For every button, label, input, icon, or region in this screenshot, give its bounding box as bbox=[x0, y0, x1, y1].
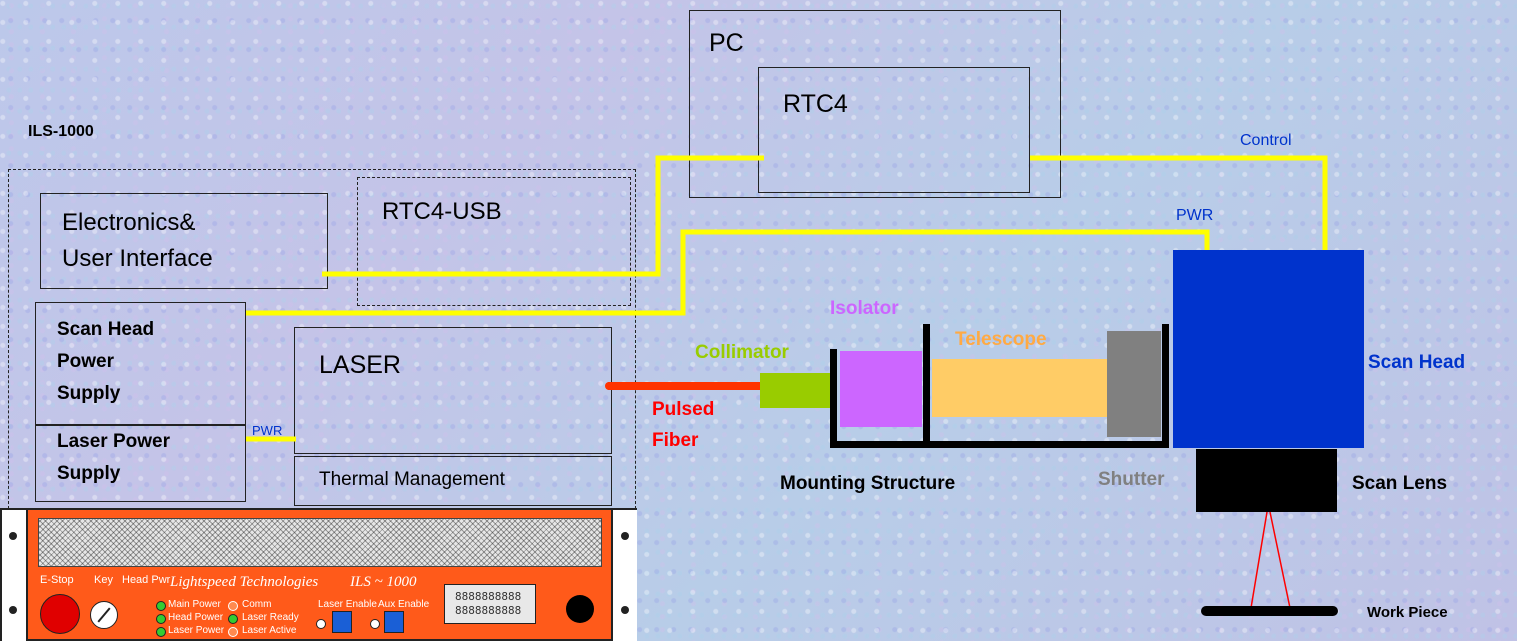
laser-enable-label: Laser Enable bbox=[318, 599, 377, 610]
aux-enable-label: Aux Enable bbox=[378, 599, 430, 610]
rtc4-box: RTC4 bbox=[758, 67, 1030, 193]
led-comm bbox=[228, 601, 238, 611]
led-laser-active-label: Laser Active bbox=[242, 625, 297, 636]
rack-hole-left-top bbox=[9, 532, 17, 540]
isolator bbox=[840, 351, 922, 427]
collimator-label: Collimator bbox=[695, 342, 789, 363]
electronics-label-1: Electronics& bbox=[62, 209, 196, 236]
key-slot-icon bbox=[97, 607, 111, 623]
beam-left bbox=[1250, 511, 1268, 609]
key-switch[interactable] bbox=[90, 601, 118, 629]
mounting-post-3 bbox=[1162, 324, 1169, 448]
mounting-rail bbox=[830, 441, 1169, 448]
laser-label: LASER bbox=[319, 351, 401, 379]
led-laser-ready bbox=[228, 614, 238, 624]
beam-right bbox=[1269, 511, 1291, 609]
scan-head bbox=[1173, 250, 1364, 448]
mounting-structure-label: Mounting Structure bbox=[780, 473, 956, 494]
isolator-label: Isolator bbox=[830, 298, 899, 319]
electronics-label-2: User Interface bbox=[62, 245, 213, 272]
rack-hole-right-top bbox=[621, 532, 629, 540]
laser-ps-label-1: Laser Power bbox=[57, 431, 170, 452]
aux-enable-led bbox=[370, 619, 380, 629]
aux-enable-button[interactable] bbox=[384, 611, 404, 633]
scan-lens-label: Scan Lens bbox=[1352, 473, 1448, 494]
led-comm-label: Comm bbox=[242, 599, 272, 610]
led-laser-power-label: Laser Power bbox=[168, 625, 225, 636]
electronics-box: Electronics& User Interface bbox=[40, 193, 328, 289]
laser-ps-label-2: Supply bbox=[57, 463, 121, 484]
mounting-post-1 bbox=[830, 349, 837, 448]
scan-head-power-cable bbox=[246, 229, 1210, 316]
control-cable bbox=[1030, 155, 1328, 254]
led-laser-ready-label: Laser Ready bbox=[242, 612, 299, 623]
led-head-power bbox=[156, 614, 166, 624]
pc-label: PC bbox=[709, 29, 744, 57]
brand-label: Lightspeed Technologies bbox=[170, 574, 319, 590]
control-label: Control bbox=[1240, 132, 1292, 149]
key-label: Key bbox=[94, 574, 113, 586]
scan-head-ps-label-3: Supply bbox=[57, 383, 121, 404]
collimator bbox=[760, 373, 830, 408]
scan-head-power-supply-box: Scan Head Power Supply bbox=[35, 302, 246, 426]
laser-enable-button[interactable] bbox=[332, 611, 352, 633]
led-laser-power bbox=[156, 627, 166, 637]
ils-title: ILS-1000 bbox=[28, 123, 94, 140]
rtc4-usb-label: RTC4-USB bbox=[382, 198, 502, 225]
scan-head-ps-label-1: Scan Head bbox=[57, 319, 155, 340]
thermal-management-box: Thermal Management bbox=[294, 456, 612, 506]
mounting-post-2 bbox=[923, 324, 930, 448]
head-pwr-label: Head Pwr bbox=[122, 574, 171, 586]
rtc4-label: RTC4 bbox=[783, 90, 848, 118]
telescope bbox=[932, 359, 1107, 417]
laser-power-supply-box: Laser Power Supply bbox=[35, 424, 246, 502]
scan-head-pwr-label: PWR bbox=[1176, 207, 1214, 224]
scan-head-ps-label-2: Power bbox=[57, 351, 115, 372]
pc-box: PC bbox=[689, 10, 1061, 198]
estop-label: E-Stop bbox=[40, 574, 74, 586]
led-head-power-label: Head Power bbox=[168, 612, 224, 623]
led-laser-active bbox=[228, 627, 238, 637]
scan-head-label: Scan Head bbox=[1368, 352, 1466, 373]
front-panel: E-Stop Key Head Pwr Lightspeed Technolog… bbox=[0, 508, 637, 641]
control-knob[interactable] bbox=[566, 595, 594, 623]
thermal-management-label: Thermal Management bbox=[319, 469, 505, 490]
vent-grille bbox=[38, 518, 602, 567]
front-display: 8888888888 8888888888 bbox=[444, 584, 536, 624]
shutter-label: Shutter bbox=[1098, 469, 1165, 490]
rack-hole-left-bottom bbox=[9, 606, 17, 614]
laser-enable-led bbox=[316, 619, 326, 629]
usb-cable bbox=[322, 155, 764, 277]
internal-pwr-label: PWR bbox=[252, 423, 283, 438]
rack-hole-right-bottom bbox=[621, 606, 629, 614]
led-main-power-label: Main Power bbox=[168, 599, 221, 610]
rack-ear-right bbox=[611, 510, 637, 641]
fiber-connector bbox=[605, 382, 613, 390]
laser-box: LASER bbox=[294, 327, 612, 454]
pulsed-fiber-label-1: Pulsed bbox=[652, 399, 715, 420]
estop-button[interactable] bbox=[40, 594, 80, 634]
display-line-2: 8888888888 bbox=[455, 604, 522, 617]
rack-ear-left bbox=[2, 510, 28, 641]
scan-lens bbox=[1196, 449, 1337, 512]
model-label: ILS ~ 1000 bbox=[350, 574, 417, 590]
rtc4-usb-box: RTC4-USB bbox=[357, 177, 631, 306]
led-main-power bbox=[156, 601, 166, 611]
shutter bbox=[1107, 331, 1161, 437]
work-piece bbox=[1201, 606, 1338, 616]
pulsed-fiber-label-2: Fiber bbox=[652, 430, 699, 451]
telescope-label: Telescope bbox=[955, 329, 1047, 350]
display-line-1: 8888888888 bbox=[455, 590, 522, 603]
work-piece-label: Work Piece bbox=[1367, 604, 1448, 621]
